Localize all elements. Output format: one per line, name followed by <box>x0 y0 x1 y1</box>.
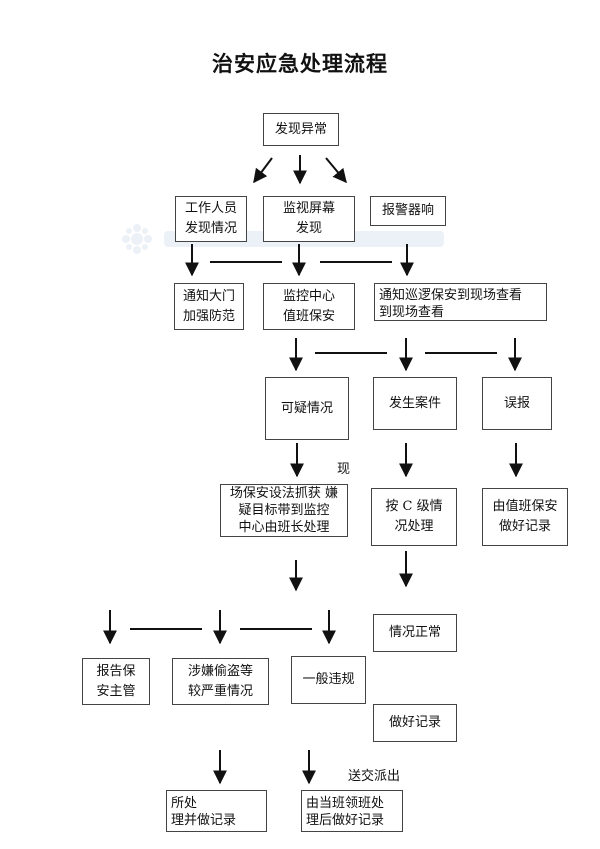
box-arrest-suspect: 场保安设法抓获 嫌 疑目标带到监控 中心由班长处理 <box>220 484 348 537</box>
box-discover-abnormal: 发现异常 <box>263 113 339 146</box>
box-minor-violation: 一般违规 <box>291 656 366 704</box>
note-send-station: 送交派出 <box>348 769 401 784</box>
arrow-discover-staff <box>253 157 273 184</box>
box-make-record: 做好记录 <box>373 704 457 742</box>
box-leader-handle: 由当班领班处 理后做好记录 <box>301 790 403 832</box>
box-notify-patrol: 通知巡逻保安到现场查看 到现场查看 <box>374 283 547 321</box>
box-false-alarm: 误报 <box>482 377 552 430</box>
box-grade-c: 按 C 级情 况处理 <box>371 488 457 546</box>
box-alarm-sound: 报警器响 <box>370 196 446 226</box>
page-title: 治安应急处理流程 <box>212 52 388 76</box>
note-xian: 现 <box>337 462 351 477</box>
box-monitor-screen: 监视屏幕 发现 <box>263 196 355 242</box>
box-duty-record: 由值班保安 做好记录 <box>482 488 568 546</box>
box-station-handle: 所处 理并做记录 <box>166 790 267 832</box>
box-case-occurred: 发生案件 <box>373 377 457 430</box>
box-notify-gate: 通知大门 加强防范 <box>174 283 244 330</box>
box-theft-serious: 涉嫌偷盗等 较严重情况 <box>172 658 269 705</box>
box-control-center: 监控中心 值班保安 <box>263 283 355 330</box>
box-suspicious: 可疑情况 <box>265 377 349 440</box>
box-normal: 情况正常 <box>373 614 457 652</box>
box-report-supervisor: 报告保 安主管 <box>82 658 150 705</box>
box-staff-found: 工作人员 发现情况 <box>175 196 247 242</box>
arrow-discover-alarm <box>325 157 347 184</box>
